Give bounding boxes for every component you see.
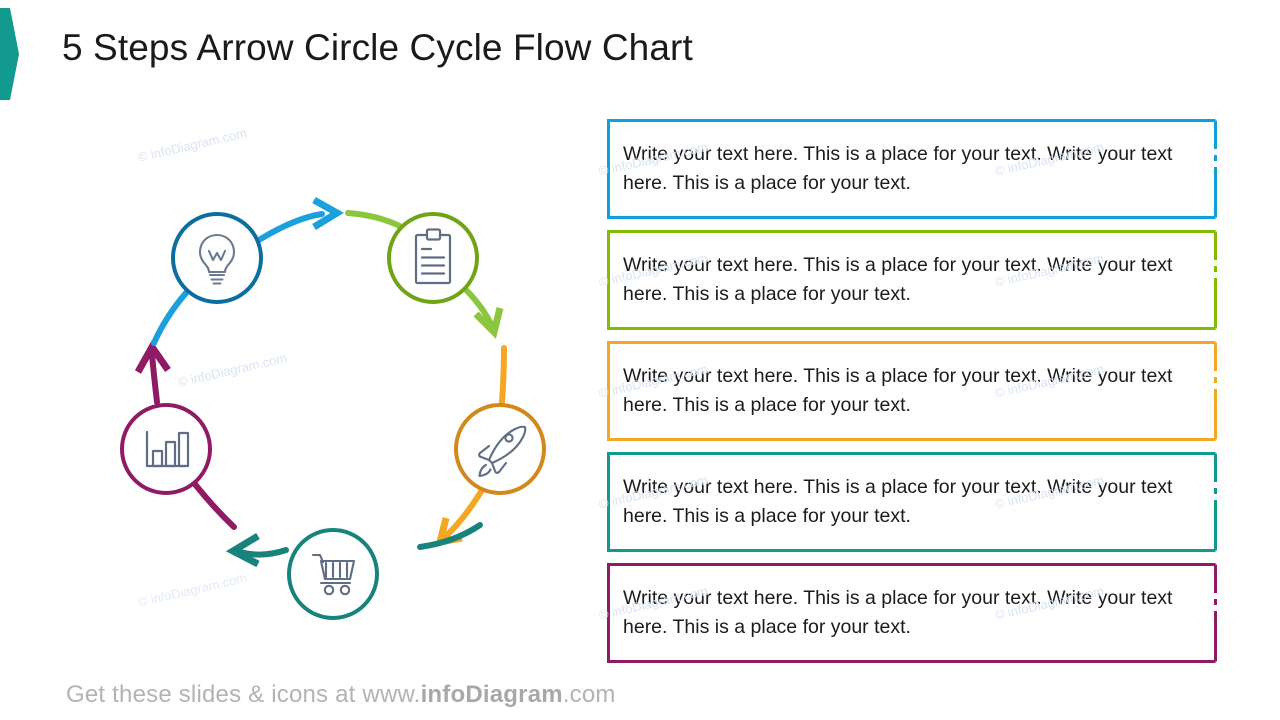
cycle-step-5[interactable] — [120, 403, 212, 495]
footer-brand: infoDiagram — [420, 681, 563, 708]
text-box-4[interactable]: Write your text here. This is a place fo… — [597, 452, 1217, 552]
clipboard-icon — [414, 228, 452, 285]
arrow-step-5-to-1 — [134, 340, 237, 530]
text-box-content[interactable]: Write your text here. This is a place fo… — [623, 365, 1173, 416]
title-accent-bar — [0, 8, 22, 100]
cycle-step-1[interactable] — [171, 212, 263, 304]
arrow-step-5-to-1-blue-tail — [151, 290, 189, 346]
cycle-arrows — [134, 196, 507, 568]
cycle-diagram: © infoDiagram.com © infoDiagram.com © in… — [90, 125, 590, 660]
text-box-3[interactable]: Write your text here. This is a place fo… — [597, 341, 1217, 441]
text-box-content[interactable]: Write your text here. This is a place fo… — [623, 254, 1173, 305]
text-box-list: Write your text here. This is a place fo… — [597, 119, 1217, 663]
text-box-content[interactable]: Write your text here. This is a place fo… — [623, 587, 1173, 638]
text-box-content[interactable]: Write your text here. This is a place fo… — [623, 143, 1173, 194]
watermark: © infoDiagram.com — [136, 125, 249, 165]
shopping-cart-icon — [311, 553, 356, 596]
cycle-step-3[interactable] — [454, 403, 546, 495]
lightbulb-icon — [198, 233, 236, 285]
text-box-1[interactable]: Write your text here. This is a place fo… — [597, 119, 1217, 219]
footer-suffix: .com — [562, 681, 616, 708]
step-3-circle[interactable] — [454, 403, 546, 495]
text-box-content[interactable]: Write your text here. This is a place fo… — [623, 476, 1173, 527]
accent-chevron-icon — [0, 8, 19, 100]
footer-prefix: Get these slides & icons at www. — [66, 681, 421, 708]
cycle-step-4[interactable] — [287, 528, 379, 620]
page-title: 5 Steps Arrow Circle Cycle Flow Chart — [62, 27, 693, 68]
arrow-step-1-to-2 — [256, 196, 344, 243]
text-box-5[interactable]: Write your text here. This is a place fo… — [597, 563, 1217, 663]
step-1-circle[interactable] — [171, 212, 263, 304]
footer-credit: Get these slides & icons at www.infoDiag… — [66, 681, 616, 709]
cycle-step-2[interactable] — [387, 212, 479, 304]
arrow-step-4-to-5 — [225, 522, 483, 568]
text-box-2[interactable]: Write your text here. This is a place fo… — [597, 230, 1217, 330]
rocket-icon — [478, 425, 527, 478]
bar-chart-icon — [145, 430, 190, 468]
cycle-diagram-svg — [120, 196, 546, 620]
